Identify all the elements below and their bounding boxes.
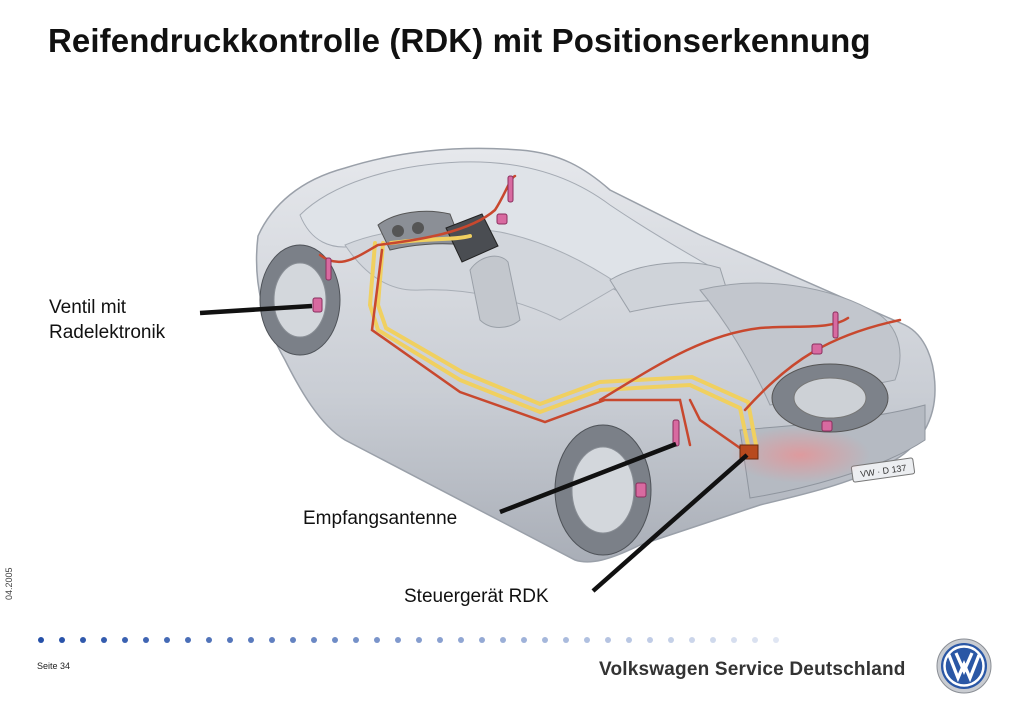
dot [101,637,107,643]
dot [689,637,695,643]
dot [584,637,590,643]
dot [38,637,44,643]
dot [248,637,254,643]
dot [458,637,464,643]
dot [479,637,485,643]
dot [521,637,527,643]
dot [542,637,548,643]
dot [269,637,275,643]
dot [122,637,128,643]
dot [710,637,716,643]
dot [773,637,779,643]
dot [668,637,674,643]
dot [626,637,632,643]
sensor-components [312,175,839,498]
brand-text: Volkswagen Service Deutschland [599,659,906,680]
dot [647,637,653,643]
dot [80,637,86,643]
dot [605,637,611,643]
dot [290,637,296,643]
valve-electronics-label: Ventil mit Radelektronik [49,295,165,345]
dot [437,637,443,643]
dot [164,637,170,643]
dot [332,637,338,643]
dot [395,637,401,643]
dot [185,637,191,643]
dot [752,637,758,643]
spare-wheel [771,363,889,433]
dot [563,637,569,643]
dot [143,637,149,643]
dot [59,637,65,643]
antenna-label: Empfangsantenne [303,508,458,529]
dot [374,637,380,643]
leader-lines [199,303,749,593]
front-wheel [259,244,341,356]
page-number: Seite 34 [37,661,71,671]
valve-label-line-2: Radelektronik [49,322,166,343]
control-unit-label: Steuergerät RDK [404,586,549,607]
dot [500,637,506,643]
date-label: 04.2005 [4,567,14,600]
dot [206,637,212,643]
dot [353,637,359,643]
dot [311,637,317,643]
valve-label-line-1: Ventil mit [49,297,127,318]
vw-logo-icon [936,638,992,694]
page-title: Reifendruckkontrolle (RDK) mit Positions… [48,22,871,59]
dot [731,637,737,643]
dot-row-decoration [38,637,779,643]
dot [227,637,233,643]
dot [416,637,422,643]
